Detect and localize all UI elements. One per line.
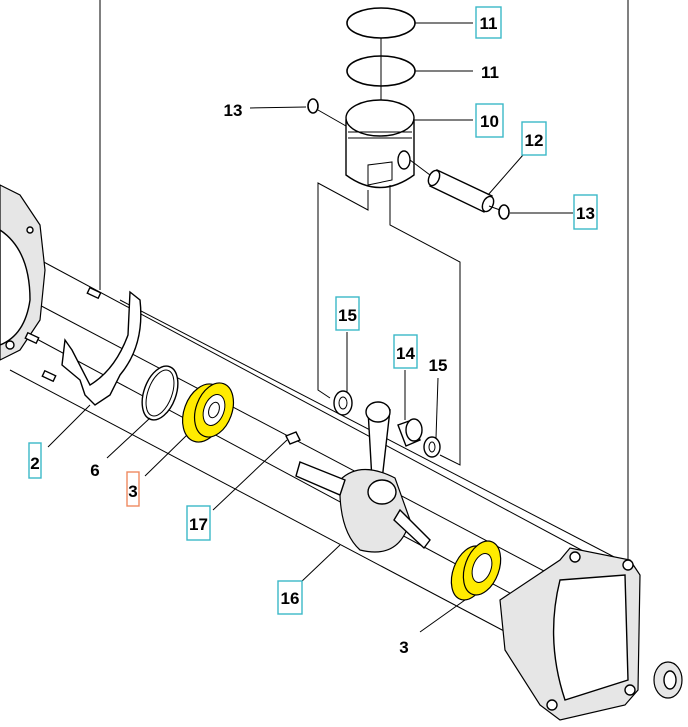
oil-seal-part (653, 661, 683, 699)
callout-13-right[interactable]: 13 (573, 194, 598, 230)
callout-label: 11 (480, 14, 498, 33)
retaining-ring-part (141, 365, 179, 421)
bearing-right-part (450, 540, 502, 601)
bearing-left-part (181, 382, 235, 443)
callout-label: 14 (396, 344, 415, 363)
callout-label: 13 (224, 101, 243, 120)
callout-16[interactable]: 16 (277, 580, 303, 615)
callout-label: 3 (128, 482, 137, 501)
callout-label: 12 (525, 131, 544, 150)
crankcase-right-half (499, 547, 641, 721)
callout-17[interactable]: 17 (186, 505, 211, 541)
callout-label: 15 (338, 306, 357, 325)
piston-ring-top (346, 7, 416, 39)
crankcase-left-half (0, 184, 46, 361)
circlip-right-part (498, 204, 510, 220)
washer-right-part (423, 436, 441, 458)
gasket-part (61, 290, 142, 406)
callout-leaders (47, 22, 524, 633)
callout-6[interactable]: 6 (90, 461, 99, 480)
piston-pin-part (409, 159, 495, 213)
callout-label: 15 (429, 356, 448, 375)
callout-label: 16 (281, 589, 300, 608)
callout-13-left[interactable]: 13 (224, 101, 243, 120)
callout-label: 2 (30, 454, 39, 473)
callout-11-second[interactable]: 11 (481, 63, 499, 82)
callout-15-right[interactable]: 15 (429, 356, 448, 375)
callout-label: 11 (481, 63, 499, 82)
key-part (285, 431, 301, 445)
callout-3-selected[interactable]: 3 (126, 471, 140, 507)
needle-bearing-part (397, 418, 423, 447)
callout-label: 6 (90, 461, 99, 480)
dowel-pins (24, 286, 102, 383)
callout-label: 17 (189, 515, 208, 534)
callout-3-right[interactable]: 3 (399, 638, 408, 657)
callout-14[interactable]: 14 (393, 334, 418, 369)
callout-label: 10 (480, 112, 499, 131)
callout-2[interactable]: 2 (28, 442, 42, 479)
callout-15-left[interactable]: 15 (335, 296, 360, 331)
circlip-left-part (307, 98, 319, 114)
callout-10[interactable]: 10 (475, 103, 504, 138)
callout-11-top[interactable]: 11 (475, 6, 502, 39)
washer-left-part (333, 390, 353, 416)
callout-label: 13 (576, 204, 595, 223)
callout-label: 3 (399, 638, 408, 657)
piston-part (345, 99, 415, 189)
callout-12[interactable]: 12 (521, 121, 547, 156)
crankshaft-part (295, 401, 431, 553)
